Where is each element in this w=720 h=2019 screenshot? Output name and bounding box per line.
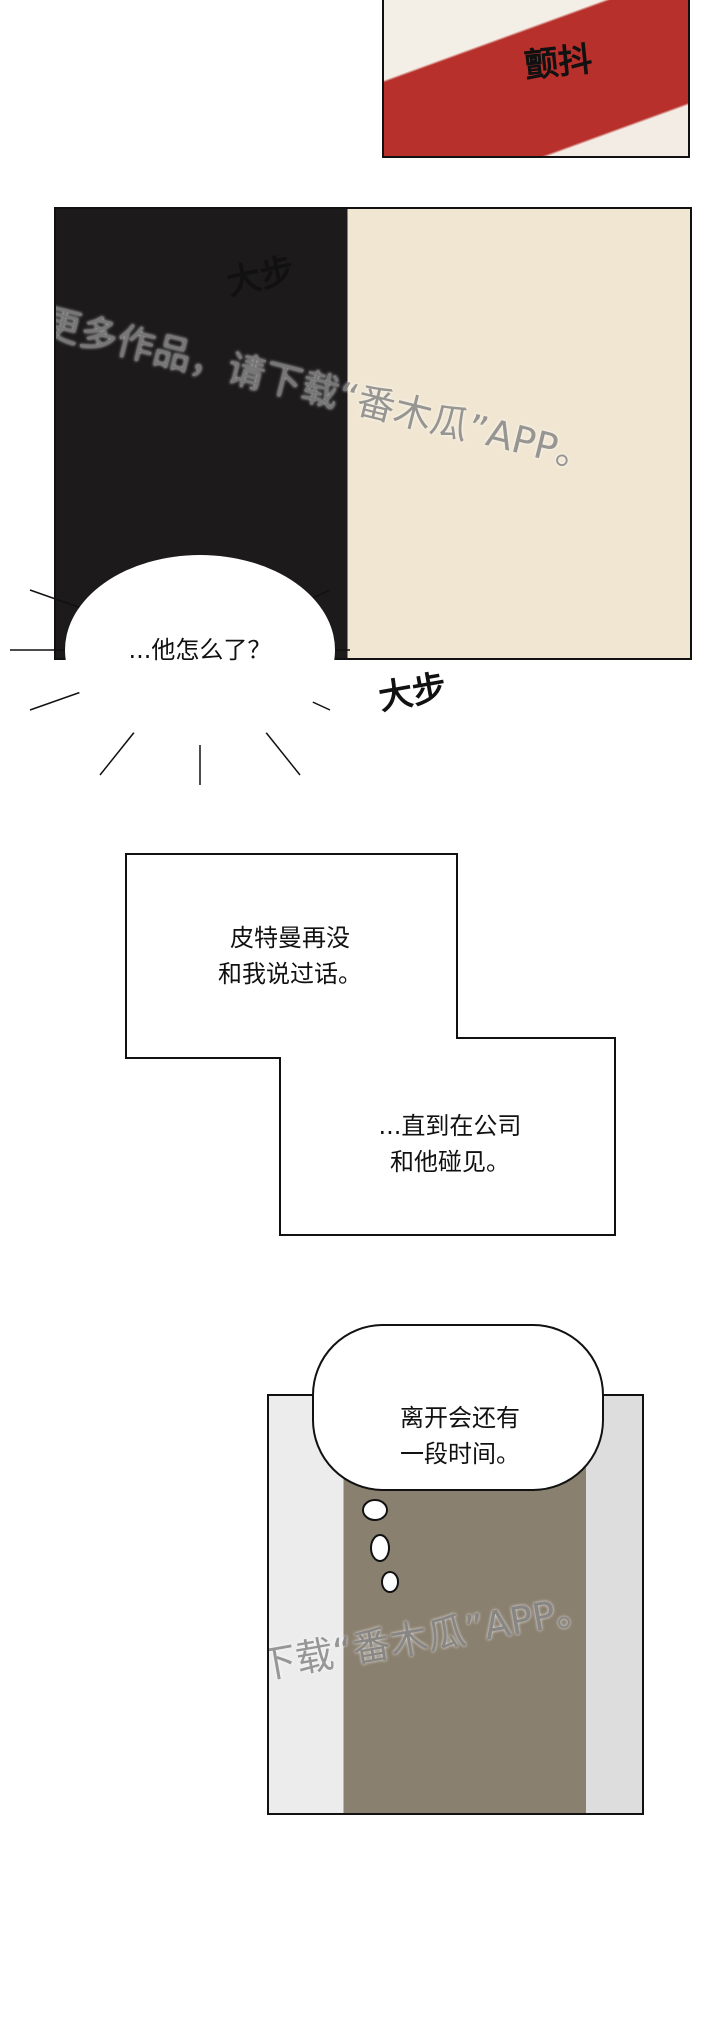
thought-line: 离开会还有 [400, 1404, 520, 1432]
narration-box-outline [125, 853, 616, 1236]
burst-bubble [10, 555, 350, 785]
thought-line: 一段时间。 [400, 1440, 520, 1468]
narration-box-2: ...直到在公司 和他碰见。 [310, 1108, 590, 1180]
thought-bubble-text: 离开会还有 一段时间。 [330, 1400, 590, 1472]
thought-bubble [312, 1324, 604, 1593]
narration-line: 和我说过话。 [218, 960, 362, 988]
narration-line: 和他碰见。 [390, 1148, 510, 1176]
narration-line: 皮特曼再没 [230, 924, 350, 952]
narration-box-1: 皮特曼再没 和我说过话。 [150, 920, 430, 992]
panel-trembling: 颤抖 [382, 0, 690, 158]
burst-bubble-text: ...他怎么了？ [128, 636, 272, 664]
narration-line: ...直到在公司 [378, 1112, 522, 1140]
